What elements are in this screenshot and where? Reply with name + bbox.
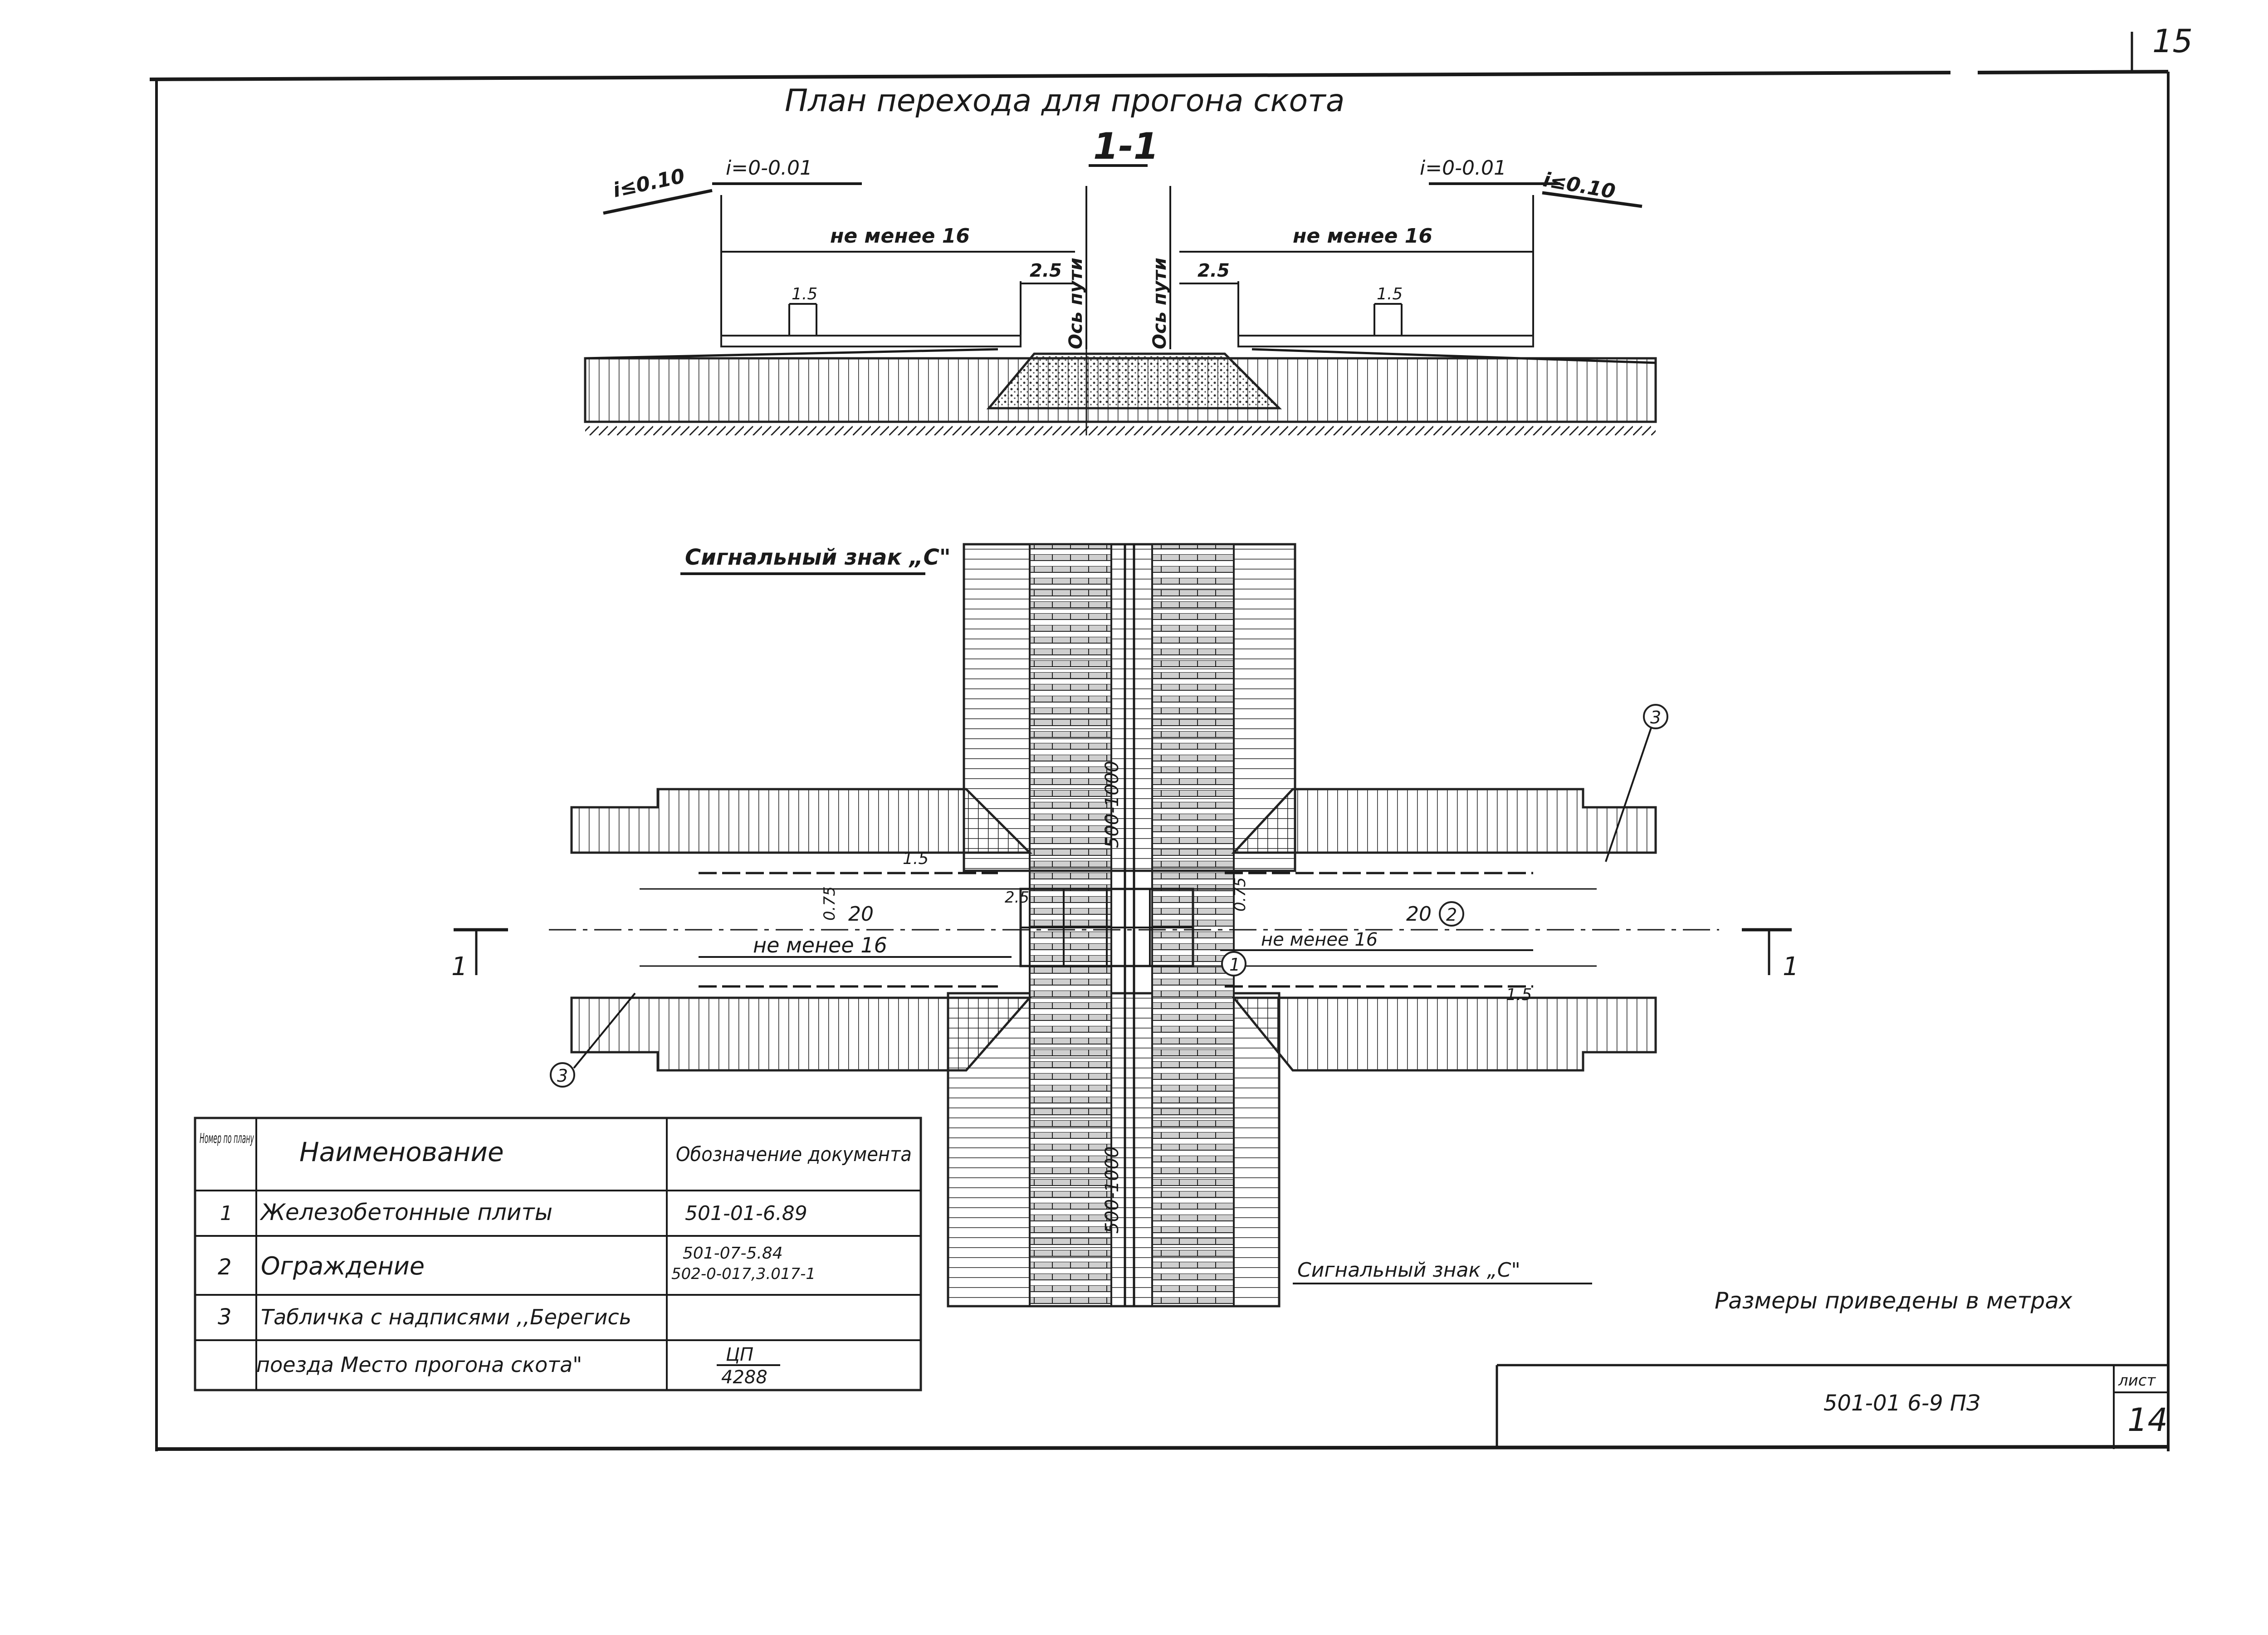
section-gap-right: 2.5 bbox=[1198, 260, 1230, 281]
row-1-num: 1 bbox=[220, 1202, 233, 1225]
dim-15-top: 1.5 bbox=[903, 849, 929, 868]
spec-table: Номер по плану Наименование Обозначение … bbox=[194, 1117, 922, 1391]
svg-text:1: 1 bbox=[1229, 955, 1240, 975]
table-header-name: Наименование bbox=[299, 1137, 504, 1167]
dim-20-right: 20 bbox=[1406, 903, 1432, 926]
row-3-num: 3 bbox=[218, 1304, 232, 1330]
title-block: лист 14 501-01 6-9 ПЗ bbox=[1496, 1364, 2168, 1449]
svg-text:3: 3 bbox=[1650, 708, 1661, 727]
dim-075-left: 0.75 bbox=[821, 886, 839, 921]
section-label: 1-1 bbox=[1093, 125, 1159, 167]
dim-075-right: 0.75 bbox=[1231, 877, 1249, 912]
row-2-name: Ограждение bbox=[261, 1252, 425, 1280]
callout-3-top: 3 bbox=[1605, 704, 1668, 862]
svg-text:3: 3 bbox=[557, 1066, 568, 1086]
plan-view: 1 1 Сигнальный знак „С" Сигнальный знак … bbox=[451, 543, 1799, 1308]
section-min-right: не менее 16 bbox=[1293, 225, 1432, 248]
signal-sign-top: Сигнальный знак „С" bbox=[685, 545, 951, 570]
callout-1: 1 bbox=[1221, 951, 1246, 976]
dim-25: 2.5 bbox=[1005, 888, 1029, 907]
row-3b-doc2: 4288 bbox=[721, 1367, 767, 1388]
dim-min-right: не менее 16 bbox=[1261, 929, 1378, 950]
sheet-number: 14 bbox=[2127, 1401, 2168, 1439]
dimensions-note: Размеры приведены в метрах bbox=[1715, 1288, 2072, 1314]
slope-inner-left: i=0-0.01 bbox=[726, 156, 812, 180]
section-min-left: не менее 16 bbox=[830, 225, 970, 248]
row-2-doc: 501-07-5.84 bbox=[683, 1244, 783, 1263]
main-title: План перехода для прогона скота bbox=[785, 83, 1344, 119]
callout-3-bottom: 3 bbox=[550, 992, 636, 1088]
table-header-num: Номер по плану bbox=[200, 1131, 254, 1147]
cut-right: 1 bbox=[1783, 952, 1799, 981]
row-1-name: Железобетонные плиты bbox=[259, 1199, 552, 1225]
row-1-doc: 501-01-6.89 bbox=[685, 1202, 807, 1225]
row-3b-name: поезда Место прогона скота" bbox=[256, 1352, 582, 1377]
table-header-doc: Обозначение документа bbox=[676, 1143, 912, 1166]
row-2-doc2: 502-0-017,3.017-1 bbox=[671, 1265, 816, 1283]
track-length-top: 500-1000 bbox=[1102, 761, 1123, 848]
section-gap-left: 2.5 bbox=[1030, 260, 1062, 281]
dim-min-left: не менее 16 bbox=[753, 933, 887, 957]
signal-sign-bottom: Сигнальный знак „С" bbox=[1297, 1259, 1520, 1282]
sheet-label: лист bbox=[2118, 1371, 2156, 1390]
section-post-right: 1.5 bbox=[1377, 285, 1403, 303]
callout-2: 2 bbox=[1439, 901, 1464, 927]
cut-left: 1 bbox=[451, 952, 468, 981]
cross-section-1-1: i≤0.10 i=0-0.01 i=0-0.01 i≤0.10 не менее… bbox=[584, 156, 1657, 438]
row-3b-doc: ЦП bbox=[726, 1344, 753, 1365]
row-3-name: Табличка с надписями ,,Берегись bbox=[261, 1305, 631, 1329]
dim-15-bottom: 1.5 bbox=[1506, 986, 1532, 1004]
page-number: 15 bbox=[2152, 23, 2193, 60]
dim-20-left: 20 bbox=[848, 903, 874, 926]
track-length-bottom: 500-1000 bbox=[1102, 1146, 1123, 1234]
section-post-left: 1.5 bbox=[792, 285, 817, 303]
track-axis-right: Ось пути bbox=[1149, 258, 1170, 349]
slope-inner-right: i=0-0.01 bbox=[1420, 156, 1506, 180]
track-axis-left: Ось пути bbox=[1066, 258, 1086, 349]
row-2-num: 2 bbox=[218, 1254, 232, 1280]
svg-text:2: 2 bbox=[1446, 905, 1457, 925]
sheet-frame bbox=[149, 32, 2170, 1451]
document-code: 501-01 6-9 ПЗ bbox=[1823, 1391, 1980, 1416]
